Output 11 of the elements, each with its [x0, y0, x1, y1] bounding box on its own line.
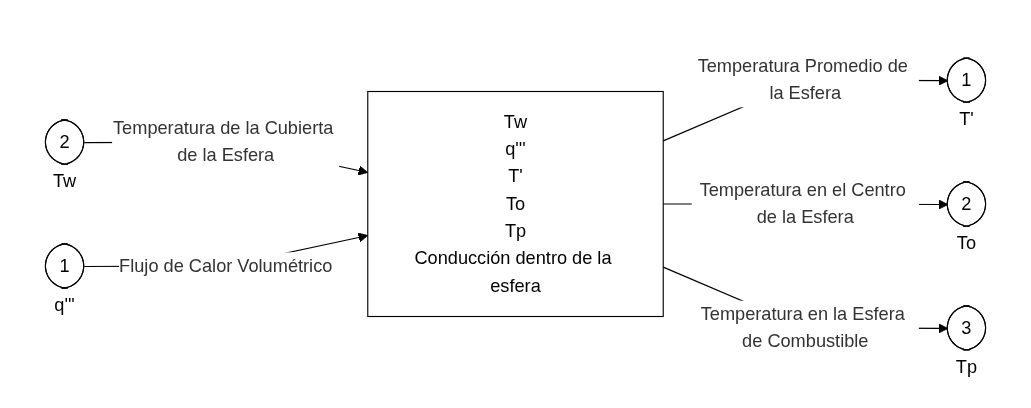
port-name: T' [959, 109, 974, 129]
edge-label: Temperatura Promedio de la Esfera [697, 56, 908, 103]
port-name: Tw [52, 170, 77, 191]
port-name: Tp [955, 356, 978, 377]
node-box: Tw q''' T' To Tp Conducción dentro de la esfera [367, 90, 664, 318]
port-name: To [956, 232, 977, 253]
edge-label: Flujo de Calor Volumétrico [119, 255, 333, 276]
edge-label: Temperatura de la Cubierta de la Esfera [113, 118, 334, 165]
port-name: q''' [54, 294, 75, 315]
edge-label: Temperatura en la Esfera de Combustible [700, 304, 905, 351]
edge-label: Temperatura en el Centro de la Esfera [699, 180, 906, 227]
